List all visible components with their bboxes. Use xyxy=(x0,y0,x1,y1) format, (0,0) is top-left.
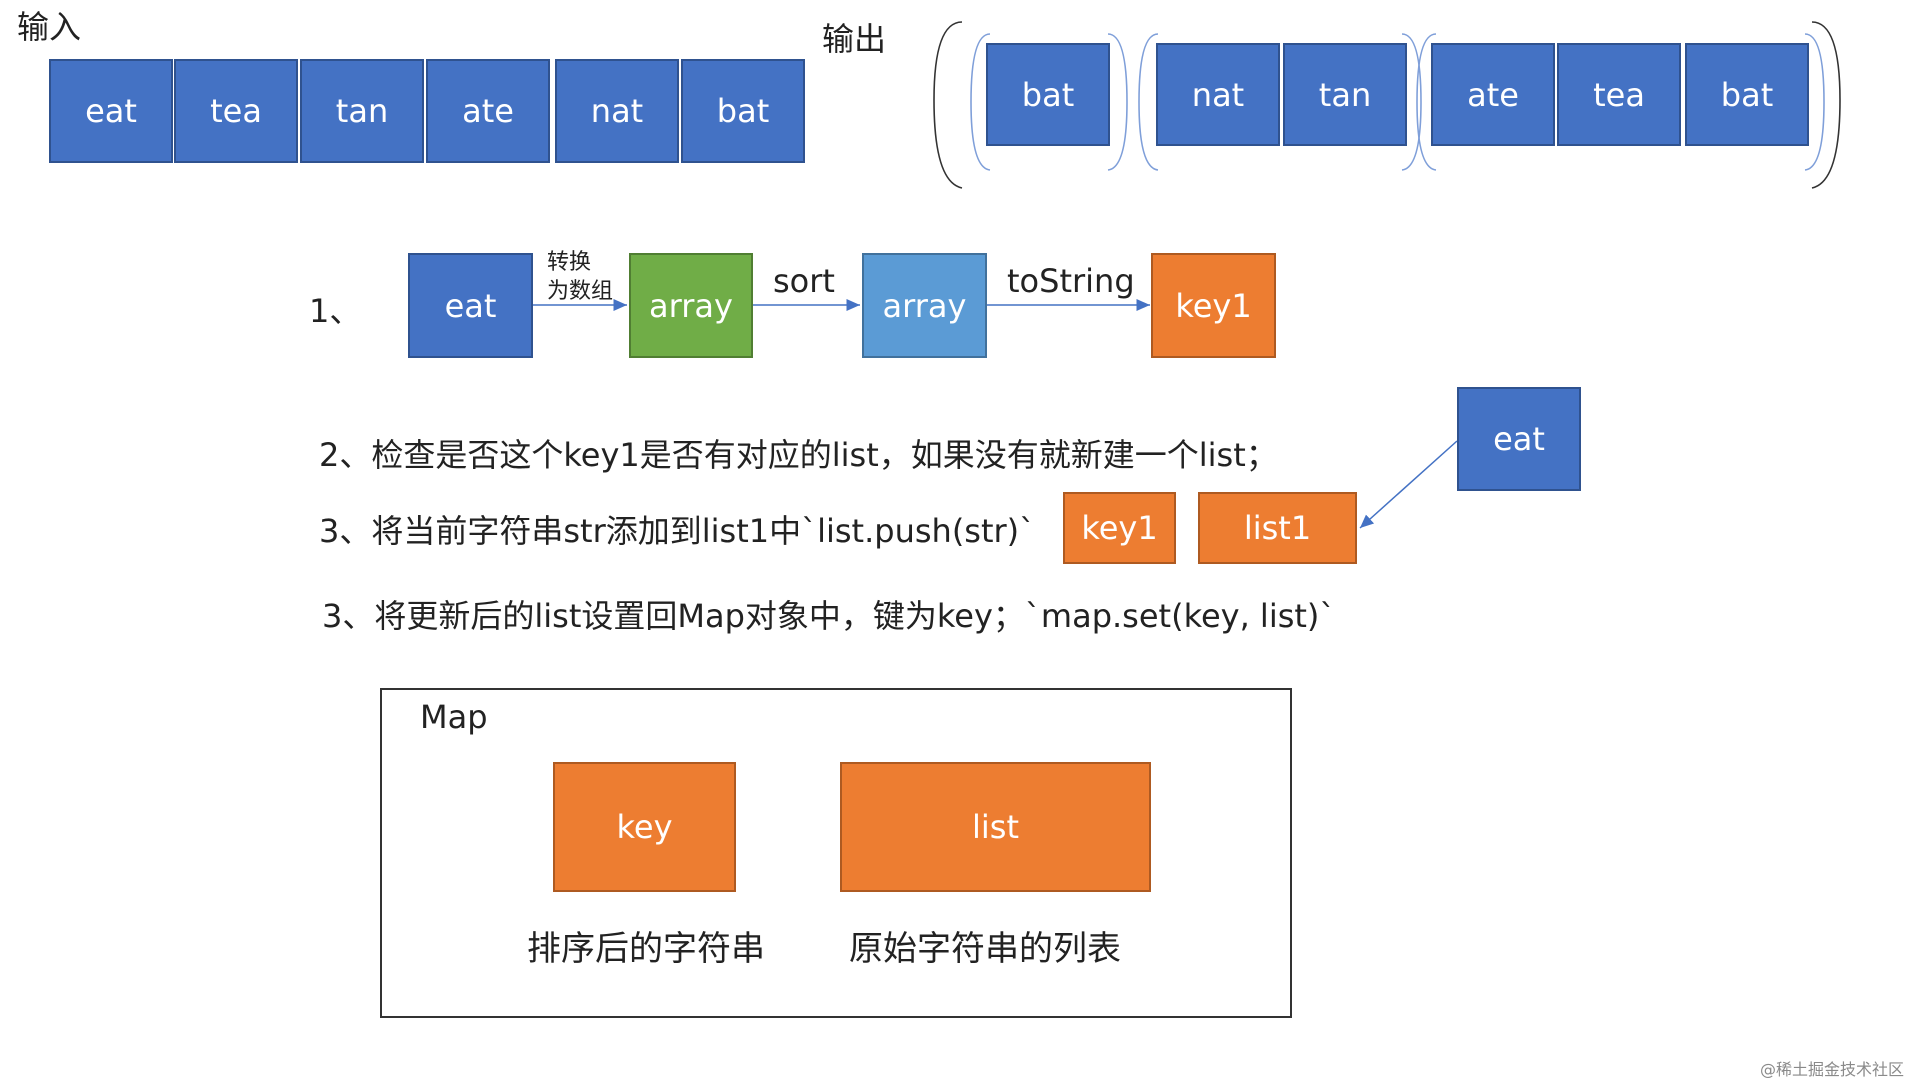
watermark: @稀土掘金技术社区 xyxy=(1760,1060,1905,1079)
step3-list1-box: list1 xyxy=(1198,492,1357,564)
map-title: Map xyxy=(420,698,488,736)
convert-label-line2: 为数组 xyxy=(547,279,614,304)
input-item: nat xyxy=(555,59,679,163)
step3-key1-box: key1 xyxy=(1063,492,1176,564)
step3-text: 3、将当前字符串str添加到list1中`list.push(str)` xyxy=(319,512,1036,550)
map-key-box: key xyxy=(553,762,736,892)
group-right-bracket xyxy=(1401,33,1422,171)
arrow-eat-to-list1 xyxy=(1359,440,1458,529)
output-item: bat xyxy=(986,43,1110,146)
output-item: tan xyxy=(1283,43,1407,146)
tostring-label: toString xyxy=(1007,262,1135,300)
output-item: ate xyxy=(1431,43,1555,146)
group-left-bracket xyxy=(1138,33,1159,171)
map-list-box: list xyxy=(840,762,1151,892)
map-key-caption: 排序后的字符串 xyxy=(527,929,765,969)
sorted-array-box: array xyxy=(862,253,987,358)
map-container xyxy=(380,688,1292,1018)
step1-number: 1、 xyxy=(309,292,362,330)
group-left-bracket xyxy=(1416,33,1437,171)
step4-text: 3、将更新后的list设置回Map对象中，键为key；`map.set(key,… xyxy=(322,597,1336,635)
input-item: tea xyxy=(174,59,298,163)
array-box: array xyxy=(629,253,753,358)
group-left-bracket xyxy=(970,33,991,171)
key1-box: key1 xyxy=(1151,253,1276,358)
convert-label-line1: 转换 xyxy=(547,250,592,275)
output-item: tea xyxy=(1557,43,1681,146)
input-item: tan xyxy=(300,59,424,163)
input-item: eat xyxy=(49,59,173,163)
output-item: nat xyxy=(1156,43,1280,146)
output-label: 输出 xyxy=(822,20,887,58)
output-item: bat xyxy=(1685,43,1809,146)
step2-text: 2、检查是否这个key1是否有对应的list，如果没有就新建一个list； xyxy=(319,436,1278,474)
input-item: bat xyxy=(681,59,805,163)
step2-eat-box: eat xyxy=(1457,387,1581,491)
group-right-bracket xyxy=(1107,33,1128,171)
sort-label: sort xyxy=(773,262,835,300)
outer-right-bracket xyxy=(1811,21,1841,189)
input-item: ate xyxy=(426,59,550,163)
group-right-bracket xyxy=(1804,33,1825,171)
step1-eat-box: eat xyxy=(408,253,533,358)
input-label: 输入 xyxy=(17,8,82,46)
outer-left-bracket xyxy=(933,21,963,189)
map-list-caption: 原始字符串的列表 xyxy=(849,929,1121,969)
